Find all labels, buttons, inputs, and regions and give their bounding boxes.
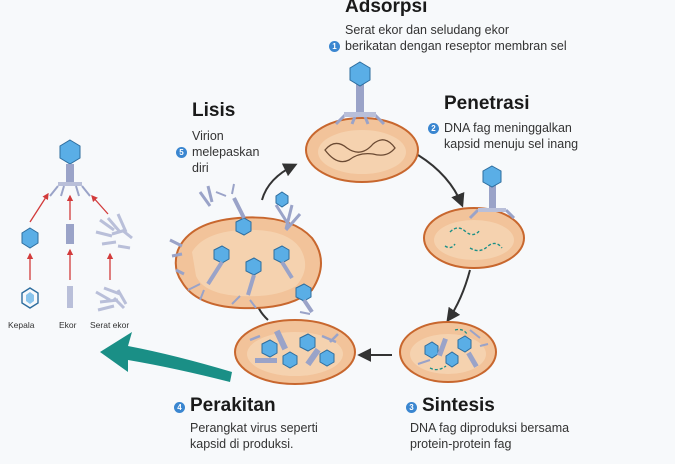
cell-sintesis — [399, 321, 497, 383]
phage-assembly — [21, 139, 133, 312]
label-ekor: Ekor — [59, 320, 77, 330]
lisis-desc-line3: diri — [192, 161, 209, 175]
cell-lisis — [169, 183, 322, 315]
arrow-fibers-to-phage — [91, 195, 109, 215]
step-badge-1: 1 — [329, 41, 340, 52]
release-arrow — [100, 332, 232, 382]
arrow-adsorpsi-to-penetrasi — [417, 154, 465, 208]
heads-column — [21, 227, 39, 309]
label-kepala: Kepala — [8, 320, 35, 330]
adsorpsi-title: Adsorpsi — [345, 0, 428, 17]
cell-penetrasi — [423, 165, 525, 269]
step-badge-3: 3 — [406, 402, 417, 413]
perakitan-desc-line2: kapsid di produksi. — [190, 437, 294, 451]
lisis-desc-line1: Virion — [192, 129, 224, 143]
cycle-arrows — [247, 154, 471, 362]
released-phages — [169, 183, 314, 315]
tails-column — [66, 224, 74, 308]
arrow-lisis-to-adsorpsi — [261, 163, 298, 201]
penetrasi-title: Penetrasi — [444, 93, 530, 114]
cell-perakitan — [234, 319, 356, 385]
perakitan-desc-line1: Perangkat virus seperti — [190, 421, 318, 435]
phage-penetrasi — [468, 165, 516, 220]
lisis-title: Lisis — [192, 100, 236, 121]
step-badge-5: 5 — [176, 147, 187, 158]
cell-adsorpsi — [305, 61, 419, 183]
step-badge-2: 2 — [428, 123, 439, 134]
step-badge-4: 4 — [174, 402, 185, 413]
adsorpsi-desc-line1: Serat ekor dan seludang ekor — [345, 23, 509, 37]
sintesis-desc-line2: protein-protein fag — [410, 437, 512, 451]
fibers-pile — [95, 213, 133, 312]
arrow-head-to-phage — [29, 192, 49, 223]
sintesis-desc-line1: DNA fag diproduksi bersama — [410, 421, 570, 435]
penetrasi-desc-line2: kapsid menuju sel inang — [444, 137, 579, 151]
assembled-phage — [49, 139, 91, 197]
phage-adsorpsi — [334, 61, 386, 126]
arrow-penetrasi-to-sintesis — [446, 269, 471, 323]
label-serat-ekor: Serat ekor — [90, 320, 130, 330]
